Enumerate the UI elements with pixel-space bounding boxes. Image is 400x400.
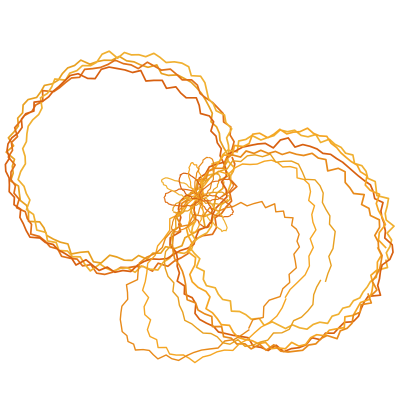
center-petal [198, 178, 235, 202]
left-ring-loop [17, 50, 236, 274]
right-ring-loop [169, 137, 394, 353]
bridge-loop [163, 153, 336, 348]
bridge-loop [119, 200, 301, 362]
right-ring-loop [171, 149, 383, 353]
bridge-loop [141, 159, 317, 364]
left-ring-loop [5, 55, 231, 264]
left-ring-loop [7, 59, 238, 276]
left-ring-loop [4, 66, 228, 274]
petals-group [161, 156, 235, 235]
